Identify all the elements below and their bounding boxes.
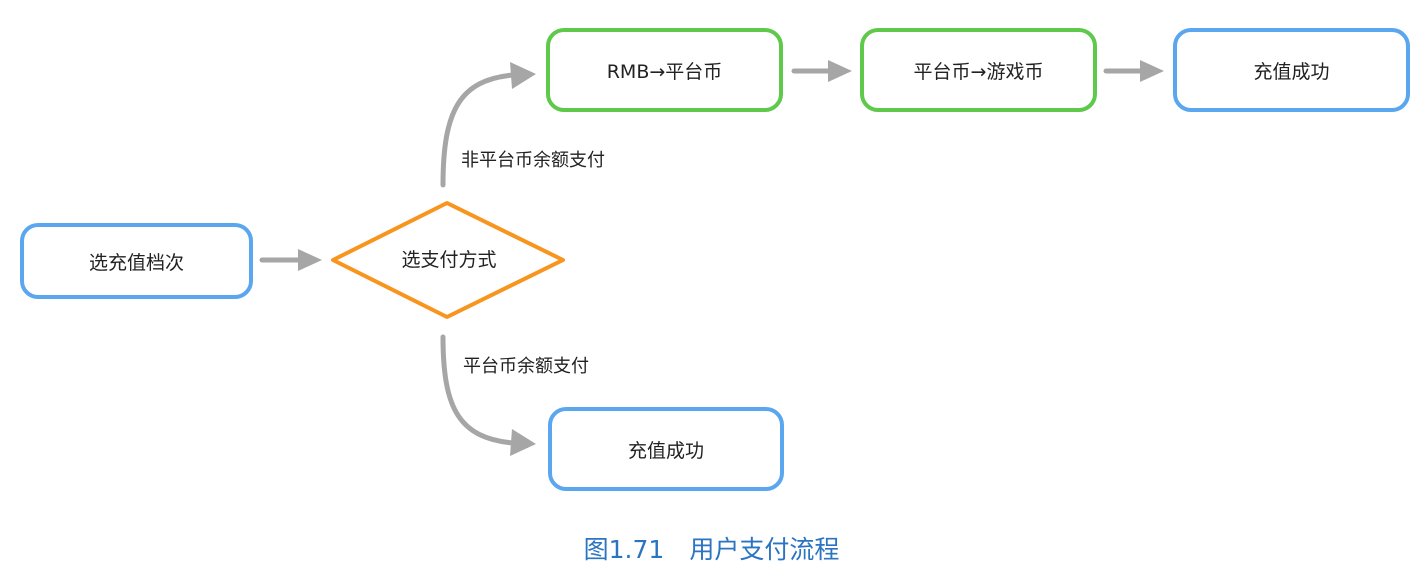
arrow-payment-to-rmb [440,62,536,188]
node-select-tier: 选充值档次 [20,223,253,299]
node-platform-to-game: 平台币→游戏币 [860,28,1097,112]
arrow-game-to-success-top [1103,60,1164,82]
node-rmb-to-platform-label: RMB→平台币 [606,60,723,83]
node-select-tier-label: 选充值档次 [88,251,184,274]
decision-diamond [331,201,565,319]
arrow-rmb-to-game [791,60,852,82]
node-success-top: 充值成功 [1173,28,1410,112]
node-success-top-label: 充值成功 [1253,60,1330,83]
node-rmb-to-platform: RMB→平台币 [546,28,783,112]
node-platform-to-game-label: 平台币→游戏币 [913,60,1044,83]
edge-label-platform-balance: 平台币余额支付 [463,356,589,377]
arrow-payment-to-success-bottom [440,334,536,456]
arrow-tier-to-payment [259,249,322,271]
node-success-bottom: 充值成功 [548,407,784,491]
edge-label-non-platform-balance: 非平台币余额支付 [461,150,605,171]
node-success-bottom-label: 充值成功 [627,439,704,462]
figure-caption: 图1.71 用户支付流程 [583,535,840,564]
node-select-payment-label: 选支付方式 [401,248,497,271]
